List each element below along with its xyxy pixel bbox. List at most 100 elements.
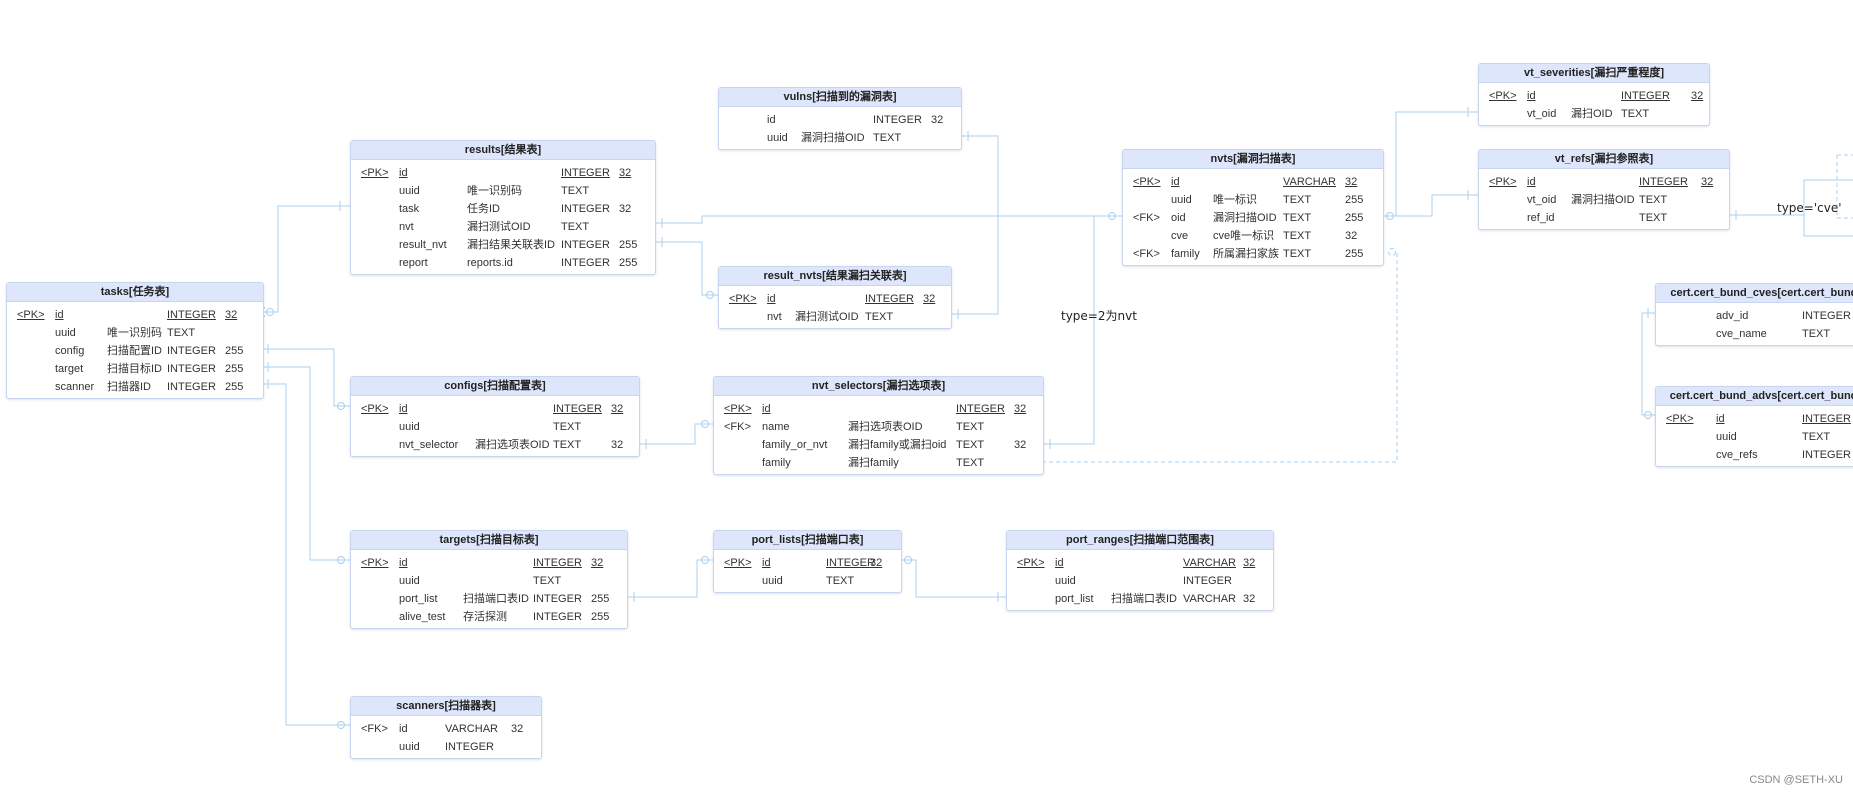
column-name: nvt — [767, 311, 782, 323]
column-len: 32 — [1691, 90, 1704, 102]
column-len: 32 — [1014, 439, 1027, 451]
column-type: INTEGER — [167, 363, 216, 375]
column-name: report — [399, 257, 428, 269]
column-len: 32 — [1345, 176, 1358, 188]
column-len: 32 — [870, 557, 883, 569]
column-comment: 漏扫测试OID — [795, 311, 859, 323]
column-comment: 漏洞扫描OID — [801, 132, 865, 144]
entity-cert-bund-cves[interactable]: cert.cert_bund_cves[cert.cert_bund_cves]… — [1655, 283, 1853, 346]
column-type: INTEGER — [1802, 310, 1851, 322]
column-type: TEXT — [956, 439, 985, 451]
column-key: <PK> — [1017, 557, 1045, 569]
column-comment: 唯一识别码 — [107, 327, 162, 339]
column-comment: 存活探测 — [463, 611, 507, 623]
column-name: port_list — [399, 593, 438, 605]
column-type: INTEGER — [1802, 413, 1851, 425]
column-comment: 漏扫family或漏扫oid — [848, 439, 947, 451]
entity-title: result_nvts[结果漏扫关联表] — [719, 267, 951, 286]
column-name: name — [762, 421, 790, 433]
column-name: id — [399, 723, 408, 735]
entity-cert-bund-advs[interactable]: cert.cert_bund_advs[cert.cert_bund_advs]… — [1655, 386, 1853, 467]
column-name: nvt_selector — [399, 439, 459, 451]
column-comment: 扫描器ID — [107, 381, 151, 393]
column-name: cve_name — [1716, 328, 1767, 340]
column-name: task — [399, 203, 420, 215]
rel-cert-cves-advs — [1641, 312, 1655, 416]
column-len: 255 — [619, 257, 638, 269]
column-name: cve — [1171, 230, 1189, 242]
column-type: TEXT — [533, 575, 562, 587]
column-len: 255 — [619, 239, 638, 251]
column-name: id — [762, 557, 771, 569]
entity-title: nvts[漏洞扫描表] — [1123, 150, 1383, 169]
column-name: family — [762, 457, 791, 469]
relation-label-type-cve: type='cve' — [1777, 201, 1842, 215]
column-type: TEXT — [1283, 194, 1312, 206]
column-name: result_nvt — [399, 239, 447, 251]
